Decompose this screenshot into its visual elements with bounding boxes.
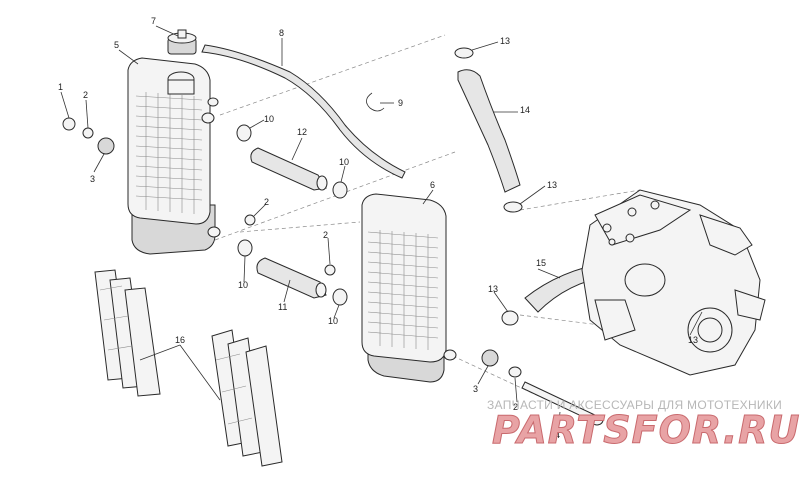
callout-10: 10	[328, 316, 338, 326]
small-parts	[62, 117, 522, 378]
callout-2: 2	[323, 230, 328, 240]
callout-7: 7	[151, 16, 156, 26]
left-radiator	[127, 57, 221, 255]
callout-10: 10	[339, 157, 349, 167]
watermark-subtitle: ЗАПЧАСТИ И АКСЕССУАРЫ ДЛЯ МОТОТЕХНИКИ	[487, 398, 783, 412]
callout-2: 2	[513, 402, 518, 412]
callout-4: 4	[555, 430, 560, 440]
watermark-brand: PARTSFOR.RU	[491, 408, 800, 453]
callout-11: 11	[278, 302, 287, 312]
callout-13: 13	[488, 284, 498, 294]
bolt-4	[521, 381, 604, 426]
callout-14: 14	[520, 105, 530, 115]
callout-15: 15	[536, 258, 546, 268]
callout-3: 3	[473, 384, 478, 394]
callout-9: 9	[398, 98, 403, 108]
left-radiator-fins	[135, 92, 203, 214]
radiator-cap	[167, 29, 197, 55]
callout-13: 13	[500, 36, 510, 46]
callout-6: 6	[430, 180, 435, 190]
callout-13: 13	[547, 180, 557, 190]
hose-14	[457, 69, 521, 193]
right-radiator	[361, 193, 457, 383]
clip-9	[366, 92, 385, 112]
callout-13: 13	[688, 335, 698, 345]
callout-10: 10	[264, 114, 274, 124]
callout-2: 2	[83, 90, 88, 100]
leader-lines	[60, 25, 703, 431]
callout-10: 10	[238, 280, 248, 290]
right-radiator-fins	[367, 230, 439, 350]
hose-12	[250, 147, 328, 191]
callout-12: 12	[297, 127, 307, 137]
callout-1: 1	[58, 82, 63, 92]
callout-5: 5	[114, 40, 119, 50]
radiator-guard-right	[211, 329, 283, 467]
callout-8: 8	[279, 28, 284, 38]
hose-11	[256, 257, 327, 299]
engine-block	[581, 189, 766, 376]
callout-16: 16	[175, 335, 185, 345]
hose-8	[201, 44, 406, 179]
callout-3: 3	[90, 174, 95, 184]
radiator-guard-left	[94, 269, 161, 397]
callout-2: 2	[264, 197, 269, 207]
callout-numbers: 1 2 3 5 7 8 9 10 12 10 2 2 10 11 10 6 13…	[58, 16, 698, 440]
